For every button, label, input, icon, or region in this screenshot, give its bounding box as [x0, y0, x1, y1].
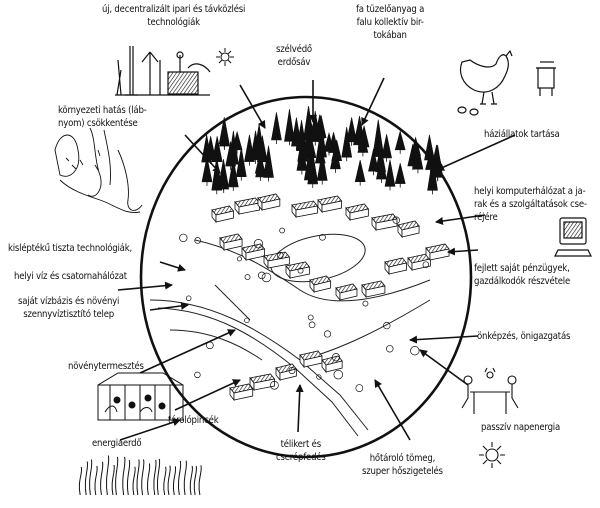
label-tech: új, decentralizált ipari és távközlési t… — [102, 4, 246, 28]
chicken-sketch — [457, 49, 556, 116]
passive-sun-icon — [479, 442, 505, 468]
sun-icon — [216, 48, 234, 66]
label-passive-solar: passzív napenergia — [481, 422, 561, 433]
village-houses — [211, 193, 450, 402]
label-cellars: tárolópincék — [168, 415, 219, 426]
label-clean-tech: kisléptékű tiszta technológiák, — [8, 243, 132, 254]
label-energy-forest: energiaerdő — [92, 438, 142, 449]
label-water-base: saját vízbázis és növényi szennyvíztiszt… — [18, 296, 120, 320]
label-fuel: fa tüzelőanyag a falu kollektív bir- tok… — [356, 4, 425, 41]
label-livestock: háziállatok tartása — [484, 129, 560, 140]
village-roads — [149, 233, 431, 437]
computer-sketch — [554, 217, 592, 257]
arrows — [117, 77, 516, 441]
village-circle — [139, 95, 473, 459]
industrial-tech-sketch — [115, 46, 211, 96]
label-finance: fejlett saját pénzügyek, gazdálkodók rés… — [474, 263, 571, 287]
label-plants: növénytermesztés — [68, 361, 144, 372]
label-winter-garden: télikert és cserépfedés — [276, 439, 326, 463]
label-water-network: helyi víz és csatornahálózat — [14, 271, 127, 282]
label-footprint: környezeti hatás (láb- nyom) csökkentése — [58, 105, 147, 129]
greenhouse-sketch — [97, 372, 184, 421]
forest-belt — [201, 106, 444, 195]
label-thermal-mass: hőtároló tömeg, szuper hőszigetelés — [362, 453, 443, 477]
footprint-sketch — [54, 127, 143, 213]
label-windbreak: szélvédő erdősáv — [276, 44, 312, 68]
label-network: helyi komputerhálózat a ja- rak és a szo… — [474, 186, 587, 223]
meeting-table-sketch — [461, 367, 519, 414]
label-self-gov: önképzés, önigazgatás — [477, 331, 571, 342]
energy-forest-sketch — [78, 455, 202, 496]
